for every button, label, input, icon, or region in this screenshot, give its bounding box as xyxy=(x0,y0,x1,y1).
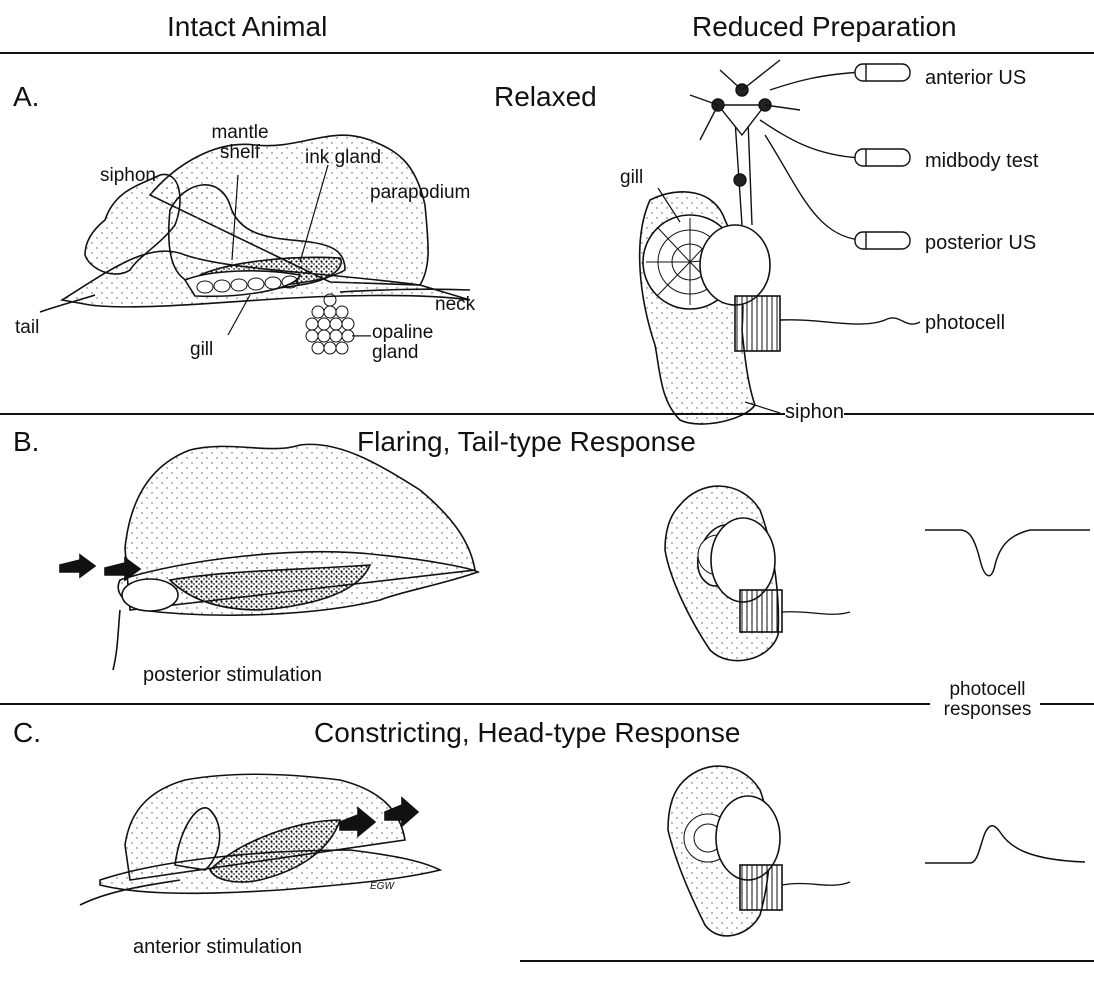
intact-animal-flaring-drawing xyxy=(60,444,478,670)
label-anterior-us: anterior US xyxy=(925,68,1026,88)
reduced-preparation-flaring-drawing xyxy=(665,486,850,661)
bottom-divider xyxy=(520,960,1094,962)
reduced-preparation-constricting-drawing xyxy=(668,766,850,936)
panel-c-title: Constricting, Head-type Response xyxy=(314,719,740,747)
label-photocell: photocell xyxy=(925,313,1005,333)
label-gill: gill xyxy=(190,340,213,359)
header-divider xyxy=(0,52,1094,54)
label-mantle-shelf: mantle shelf xyxy=(205,123,275,163)
photocell-responses-label: photocell responses xyxy=(935,680,1040,720)
label-midbody-test: midbody test xyxy=(925,151,1038,171)
photocell-responses-line1: photocell xyxy=(935,680,1040,700)
label-opaline-gland: opaline gland xyxy=(372,323,433,363)
panel-b-title: Flaring, Tail-type Response xyxy=(357,428,696,456)
header-intact-animal: Intact Animal xyxy=(167,13,327,41)
label-mantle-shelf-line1: mantle xyxy=(205,123,275,143)
label-parapodium: parapodium xyxy=(370,183,470,202)
label-ink-gland: ink gland xyxy=(305,148,381,167)
photocell-trace-upward xyxy=(925,826,1085,863)
label-posterior-us: posterior US xyxy=(925,233,1036,253)
panel-b-letter: B. xyxy=(13,428,39,456)
label-opaline-dash: — xyxy=(352,326,371,345)
label-opaline-gland-line1: opaline xyxy=(372,323,433,343)
panel-c-letter: C. xyxy=(13,719,41,747)
photocell-responses-line2: responses xyxy=(935,700,1040,720)
label-reduced-gill: gill xyxy=(620,168,643,187)
panel-c-caption: anterior stimulation xyxy=(133,937,302,957)
label-siphon: siphon xyxy=(100,166,156,185)
artist-signature: EGW xyxy=(370,882,394,892)
label-mantle-shelf-line2: shelf xyxy=(205,143,275,163)
reduced-preparation-relaxed-drawing xyxy=(640,60,920,424)
panel-b-caption: posterior stimulation xyxy=(143,665,322,685)
label-tail: tail xyxy=(15,318,39,337)
panel-a-letter: A. xyxy=(13,83,39,111)
label-reduced-siphon: siphon xyxy=(785,402,844,422)
panel-b-c-divider xyxy=(0,703,930,705)
panel-a-title: Relaxed xyxy=(494,83,597,111)
header-reduced-preparation: Reduced Preparation xyxy=(692,13,957,41)
panel-a-b-divider xyxy=(0,413,1094,415)
photocell-trace-downward xyxy=(925,530,1090,576)
label-opaline-gland-line2: gland xyxy=(372,343,433,363)
photocell-responses-divider xyxy=(1040,703,1094,705)
label-neck: neck xyxy=(435,295,475,314)
